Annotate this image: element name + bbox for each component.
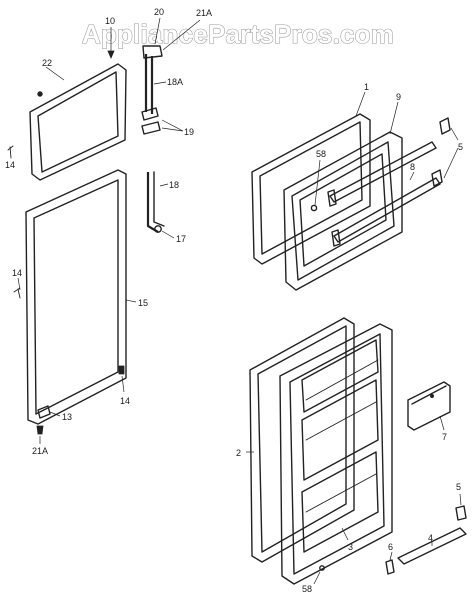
screw-22 bbox=[37, 91, 43, 97]
leader-14-low bbox=[121, 375, 125, 393]
freezer-shelf-bars-part-8 bbox=[327, 141, 441, 247]
label-14-mid: 14 bbox=[12, 268, 22, 278]
food-door-liner-part-3 bbox=[279, 323, 393, 585]
leader-20 bbox=[154, 17, 161, 45]
leader-18a bbox=[153, 81, 167, 85]
label-3: 3 bbox=[348, 542, 353, 552]
leader-5-bot bbox=[459, 493, 462, 506]
hinge-part-18a bbox=[142, 45, 163, 114]
label-8: 8 bbox=[410, 162, 415, 172]
label-19: 19 bbox=[184, 127, 194, 137]
leader-6 bbox=[389, 551, 393, 561]
leader-19b bbox=[161, 127, 184, 132]
freezer-gasket-part-10 bbox=[29, 63, 127, 181]
freezer-door-panel-part-1 bbox=[251, 113, 371, 265]
clip-5b bbox=[431, 169, 443, 187]
screw-14-top bbox=[7, 145, 14, 159]
label-4: 4 bbox=[428, 533, 433, 543]
label-21a-top: 21A bbox=[196, 8, 212, 18]
leader-5-top bbox=[450, 127, 459, 141]
bottom-hinge-part-13 bbox=[37, 405, 51, 419]
label-18: 18 bbox=[169, 180, 179, 190]
clip-5-bottom bbox=[455, 505, 467, 521]
plug-58-bot bbox=[319, 565, 325, 571]
clip-6 bbox=[385, 559, 395, 575]
label-13: 13 bbox=[62, 412, 72, 422]
leader-58-bot bbox=[313, 571, 321, 585]
label-17: 17 bbox=[176, 234, 186, 244]
label-6: 6 bbox=[388, 542, 393, 552]
leader-9 bbox=[389, 101, 399, 135]
leader-22 bbox=[45, 66, 65, 81]
leader-17 bbox=[161, 230, 175, 239]
label-14-top: 14 bbox=[5, 160, 15, 170]
leader-18 bbox=[159, 183, 169, 187]
watermark-text: AppliancePartsPros.com bbox=[82, 19, 394, 49]
leader-8 bbox=[409, 171, 415, 181]
food-gasket-part-15 bbox=[25, 169, 127, 425]
handle-part-18 bbox=[146, 171, 165, 233]
leader-13 bbox=[49, 411, 61, 417]
label-1: 1 bbox=[364, 82, 369, 92]
label-21a-bot: 21A bbox=[32, 446, 48, 456]
screw-14-mid bbox=[13, 287, 21, 299]
shelf-bin-part-7 bbox=[407, 381, 451, 431]
arrow-10 bbox=[107, 50, 115, 60]
label-5-top: 5 bbox=[458, 142, 463, 152]
label-18a: 18A bbox=[167, 77, 183, 87]
leader-3 bbox=[341, 527, 349, 541]
leader-21a-top bbox=[162, 19, 201, 51]
label-14-low: 14 bbox=[120, 396, 130, 406]
hinge-pins-part-19 bbox=[141, 107, 161, 135]
food-door-panel-part-2 bbox=[249, 317, 355, 563]
leader-19a bbox=[161, 119, 184, 132]
label-9: 9 bbox=[396, 92, 401, 102]
leader-15 bbox=[125, 299, 137, 303]
label-20: 20 bbox=[154, 7, 164, 17]
label-2: 2 bbox=[236, 448, 241, 458]
label-22: 22 bbox=[42, 58, 52, 68]
plug-14-low bbox=[118, 365, 125, 375]
label-5-bot: 5 bbox=[456, 482, 461, 492]
label-7: 7 bbox=[442, 432, 447, 442]
handle-end-17 bbox=[154, 225, 162, 233]
plug-58-top bbox=[310, 204, 318, 212]
label-58-top: 58 bbox=[316, 149, 326, 159]
leader-7 bbox=[439, 415, 445, 431]
freezer-door-liner-part-9 bbox=[283, 131, 403, 291]
leader-5-top-b bbox=[443, 147, 459, 179]
label-58-bot: 58 bbox=[302, 584, 312, 594]
leader-1 bbox=[355, 91, 366, 117]
clip-5a bbox=[439, 117, 451, 135]
door-bar-part-4 bbox=[397, 527, 467, 565]
leader-58-top bbox=[314, 159, 321, 206]
bottom-pin-part-21a bbox=[36, 425, 44, 435]
label-15: 15 bbox=[138, 298, 148, 308]
label-10: 10 bbox=[105, 16, 115, 26]
